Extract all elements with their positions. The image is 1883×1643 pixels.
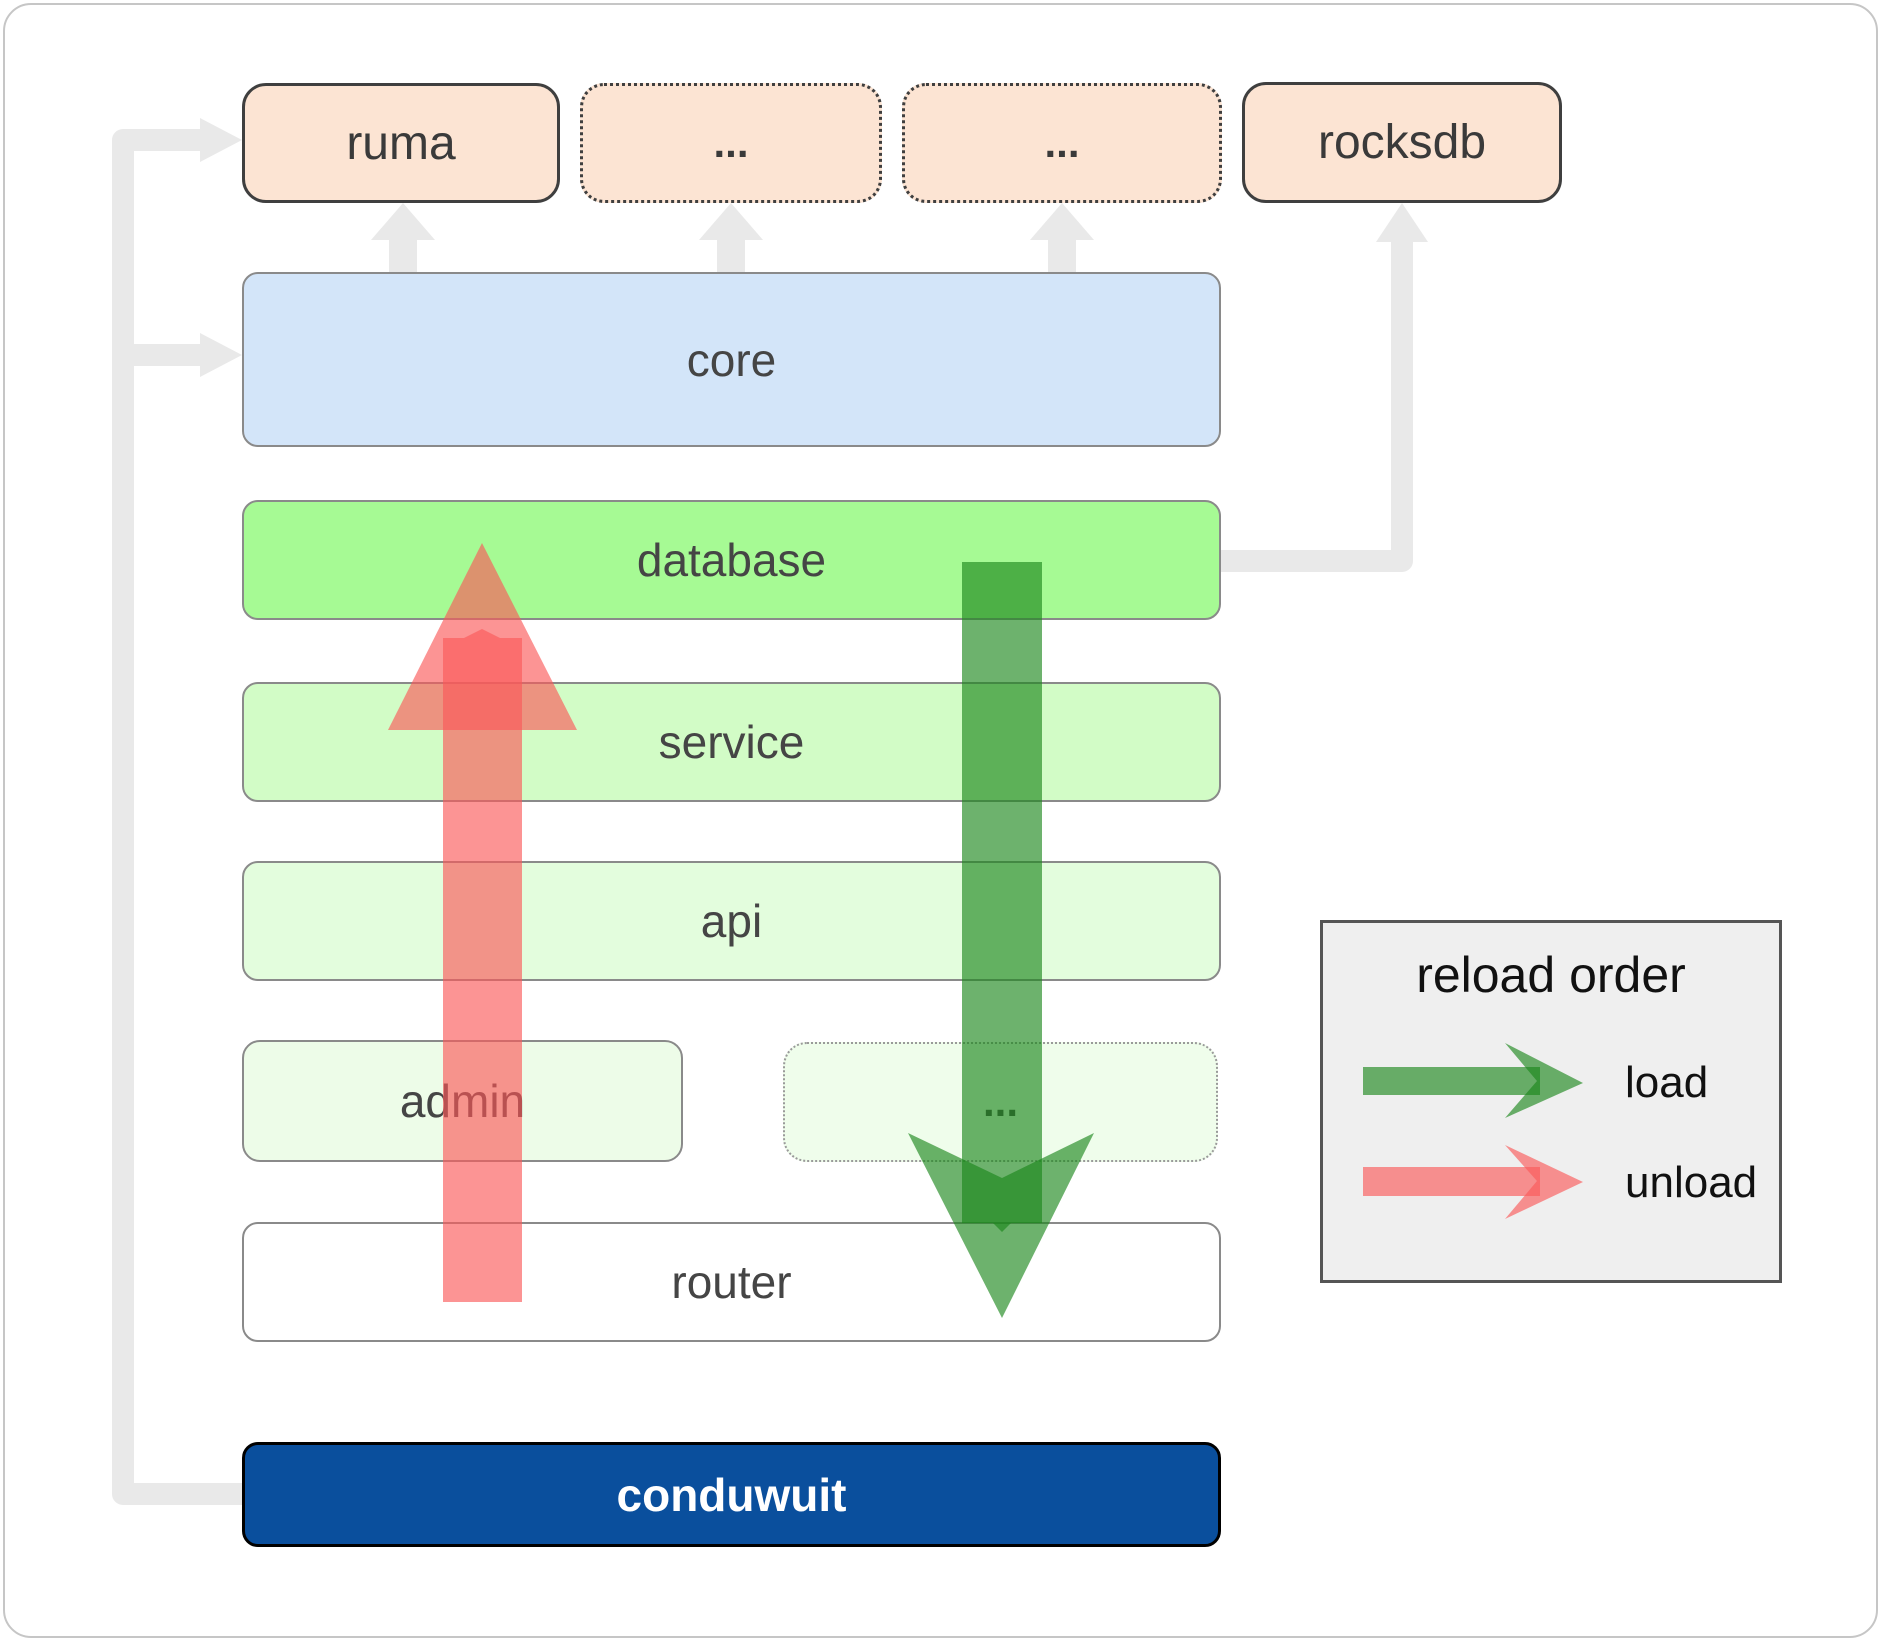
legend-title: reload order (1416, 947, 1686, 1003)
node-admin-more: ... (783, 1042, 1218, 1162)
node-database-label: database (636, 534, 827, 586)
node-router: router (242, 1222, 1221, 1342)
node-api-label: api (700, 895, 763, 947)
node-rocksdb: rocksdb (1242, 82, 1562, 203)
legend-unload-label: unload (1625, 1158, 1758, 1207)
node-core: core (242, 272, 1221, 447)
node-module-a: ... (580, 83, 882, 203)
node-conduwuit-label: conduwuit (616, 1468, 847, 1521)
node-rocksdb-label: rocksdb (1317, 116, 1487, 169)
node-module-a-label: ... (713, 119, 749, 166)
node-admin-label: admin (399, 1075, 526, 1127)
node-module-b-label: ... (1044, 119, 1080, 166)
node-ruma-label: ruma (346, 116, 456, 170)
node-admin-more-label: ... (982, 1078, 1018, 1125)
node-router-label: router (671, 1256, 792, 1308)
node-admin: admin (242, 1040, 683, 1162)
node-api: api (242, 861, 1221, 981)
node-ruma: ruma (242, 83, 560, 203)
legend-load-label: load (1625, 1058, 1709, 1107)
diagram-outer-border (3, 3, 1878, 1638)
node-service: service (242, 682, 1221, 802)
node-core-label: core (686, 333, 777, 386)
node-module-b: ... (902, 83, 1222, 203)
node-service-label: service (658, 716, 805, 768)
node-database: database (242, 500, 1221, 620)
node-conduwuit: conduwuit (242, 1442, 1221, 1547)
